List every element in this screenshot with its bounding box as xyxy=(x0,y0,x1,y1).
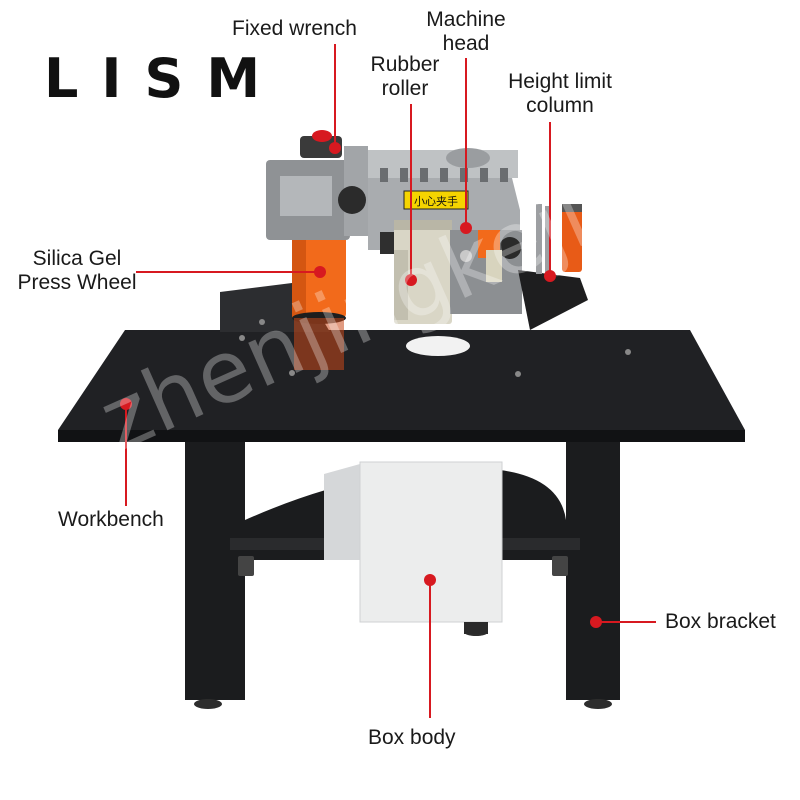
label-height-limit-column-line-1: Height limit xyxy=(508,70,612,93)
left-assembly xyxy=(266,130,368,240)
label-box-bracket: Box bracket xyxy=(665,610,776,633)
label-fixed-wrench: Fixed wrench xyxy=(232,17,357,40)
label-box-body: Box body xyxy=(368,726,456,749)
label-workbench: Workbench xyxy=(58,508,164,531)
warning-sign: 小心夹手 xyxy=(414,195,458,208)
label-rubber-roller-line-1: Rubber xyxy=(370,53,440,76)
box-body xyxy=(324,461,503,634)
label-machine-head: Machine head xyxy=(410,8,522,56)
label-machine-head-line-2: head xyxy=(442,32,490,55)
label-rubber-roller-line-2: roller xyxy=(381,77,429,100)
label-rubber-roller: Rubber roller xyxy=(355,53,455,101)
rubber-roller xyxy=(394,220,452,324)
label-silica-gel-line-2: Press Wheel xyxy=(17,271,137,294)
label-height-limit-column: Height limit column xyxy=(494,70,626,118)
machine-head xyxy=(368,148,520,250)
label-silica-gel-press-wheel: Silica Gel Press Wheel xyxy=(10,247,144,295)
label-silica-gel-line-1: Silica Gel xyxy=(32,247,122,270)
brand-logo: LISM xyxy=(44,47,284,110)
right-mechanism xyxy=(380,230,588,330)
callout-leaders xyxy=(120,44,656,718)
label-machine-head-line-1: Machine xyxy=(426,8,506,31)
height-limit-column xyxy=(536,204,582,274)
label-height-limit-column-line-2: column xyxy=(526,94,594,117)
